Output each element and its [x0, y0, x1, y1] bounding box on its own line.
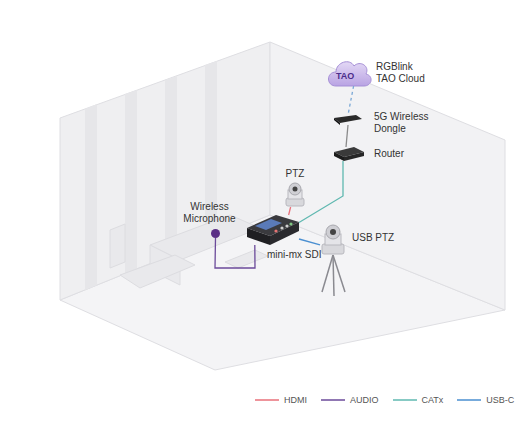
device-label: Wireless Microphone — [180, 201, 240, 224]
legend-line-sample — [321, 397, 345, 403]
cloud-link — [348, 86, 354, 115]
furniture — [110, 215, 268, 288]
legend-text: AUDIO — [350, 395, 379, 405]
legend-item: USB-C — [457, 395, 514, 405]
cable — [299, 239, 320, 245]
dongle-node: 5G Wireless Dongle — [334, 115, 362, 125]
device-label: USB PTZ — [352, 232, 394, 244]
device-label: PTZ — [286, 168, 305, 180]
cloud-icon-text: TAO — [336, 72, 354, 81]
cloud-node: TAORGBlink TAO Cloud — [332, 60, 380, 86]
cable — [346, 125, 348, 147]
wall-columns — [85, 61, 217, 290]
cable — [289, 207, 291, 215]
usb-ptz-node: USB PTZ — [320, 224, 346, 256]
cloud-icon — [329, 62, 372, 86]
device-label: RGBlink TAO Cloud — [376, 61, 434, 84]
usb-ptz-camera-icon — [322, 225, 345, 296]
ptz-node: PTZ — [284, 182, 306, 207]
legend-item: CATx — [393, 395, 444, 405]
router-node: Router — [334, 147, 364, 161]
cable — [215, 238, 255, 268]
left-wall — [60, 42, 270, 300]
device-label: mini-mx SDI — [267, 249, 321, 261]
cable — [299, 161, 343, 223]
microphone-node: Wireless Microphone — [211, 229, 220, 238]
device-label: 5G Wireless Dongle — [374, 111, 436, 134]
legend-line-sample — [393, 397, 417, 403]
legend-text: USB-C — [486, 395, 514, 405]
legend-line-sample — [457, 397, 481, 403]
legend: HDMI AUDIO CATx USB-C — [255, 395, 514, 405]
ptz-camera-icon — [286, 183, 304, 206]
legend-item: AUDIO — [321, 395, 379, 405]
right-wall — [270, 42, 505, 310]
legend-item: HDMI — [255, 395, 307, 405]
device-label: Router — [374, 148, 404, 160]
legend-line-sample — [255, 397, 279, 403]
mini-mx-node: mini-mx SDI — [247, 215, 299, 245]
mini-mx-device-icon — [247, 215, 299, 245]
legend-text: HDMI — [284, 395, 307, 405]
legend-text: CATx — [422, 395, 444, 405]
